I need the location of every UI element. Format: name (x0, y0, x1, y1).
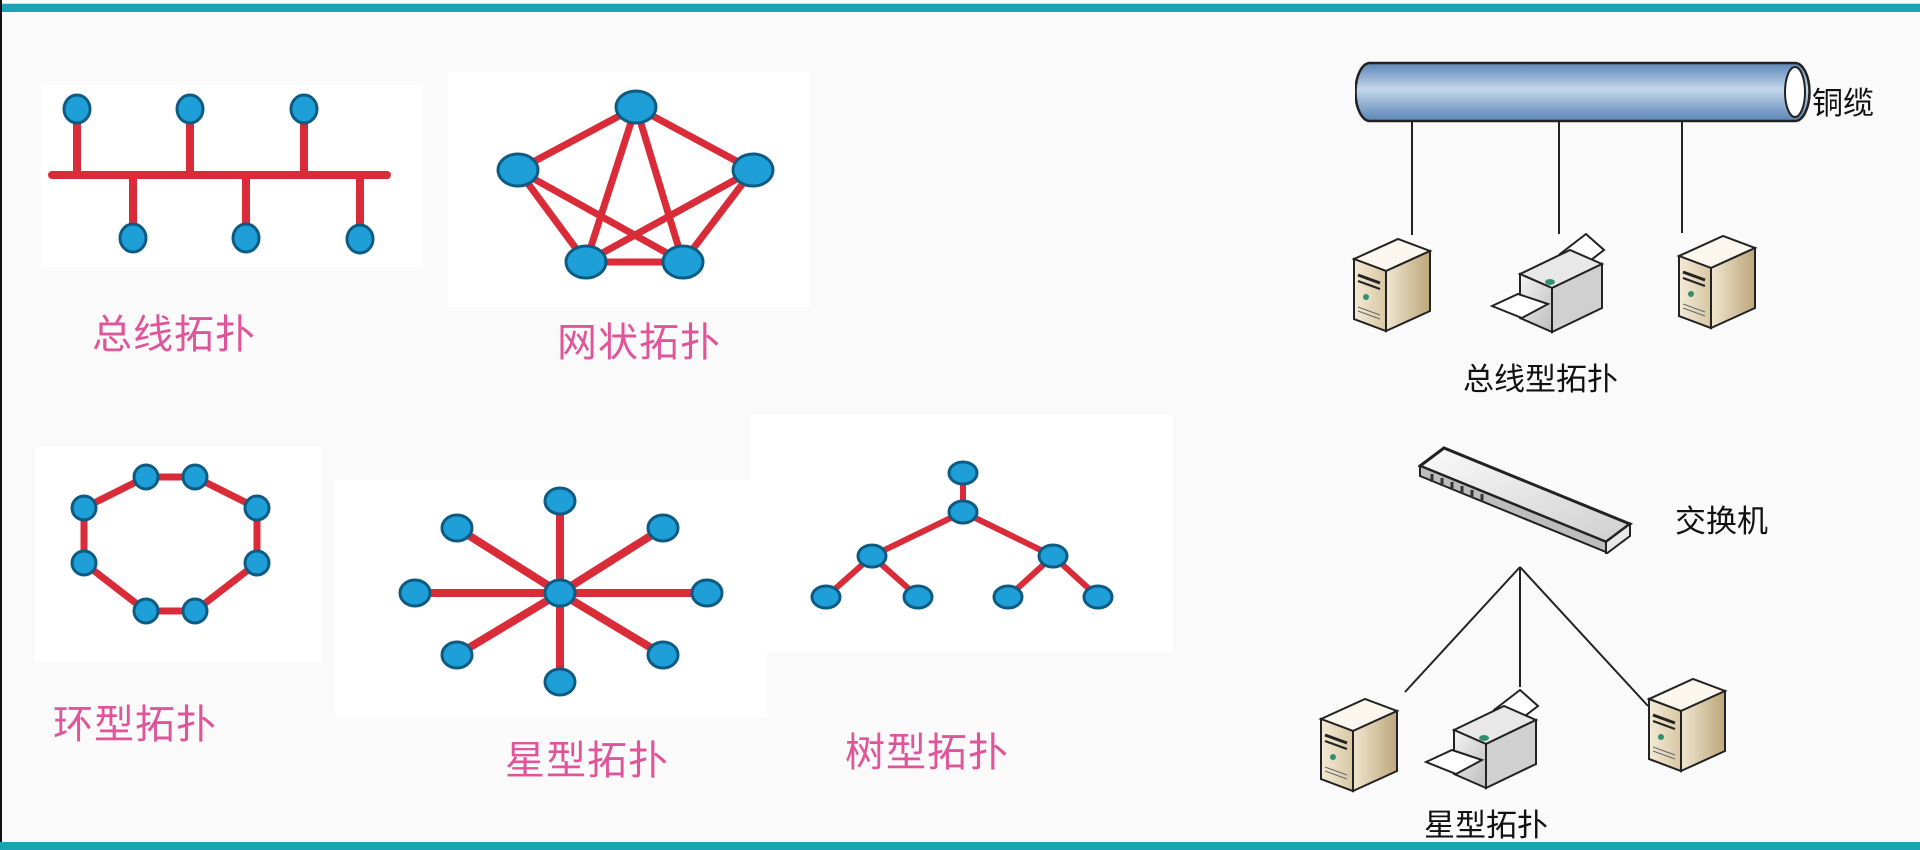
bus-topology-label: 总线拓扑 (92, 312, 256, 358)
computer-icon (1351, 237, 1433, 333)
star-topology-label: 星型拓扑 (505, 738, 669, 784)
computer-icon (1646, 677, 1728, 773)
printer-icon (1490, 232, 1606, 334)
computer-icon (1318, 697, 1400, 793)
ring-topology-label: 环型拓扑 (53, 702, 217, 748)
tree-topology-diagram (750, 415, 1173, 652)
tree-topology-label: 树型拓扑 (845, 730, 1009, 776)
star-links (1404, 566, 1649, 707)
bottom-accent-bar (0, 842, 1920, 850)
ring-topology-diagram (35, 447, 322, 662)
mesh-topology-diagram (448, 72, 810, 307)
copper-cable-icon (1355, 61, 1811, 123)
left-edge (0, 0, 2, 850)
star-type-caption: 星型拓扑 (1424, 808, 1548, 844)
top-accent-highlight (2, 3, 1920, 4)
top-accent-bar (2, 4, 1920, 12)
printer-icon (1424, 688, 1540, 790)
bus-drop-lines (1411, 120, 1683, 235)
copper-cable-label: 铜缆 (1812, 86, 1874, 122)
switch-label: 交换机 (1675, 504, 1768, 540)
bus-type-caption: 总线型拓扑 (1463, 362, 1618, 398)
star-topology-diagram (335, 480, 767, 717)
switch-icon (1418, 446, 1633, 554)
computer-icon (1676, 234, 1758, 330)
bus-topology-diagram (42, 85, 422, 267)
mesh-topology-label: 网状拓扑 (557, 320, 721, 366)
